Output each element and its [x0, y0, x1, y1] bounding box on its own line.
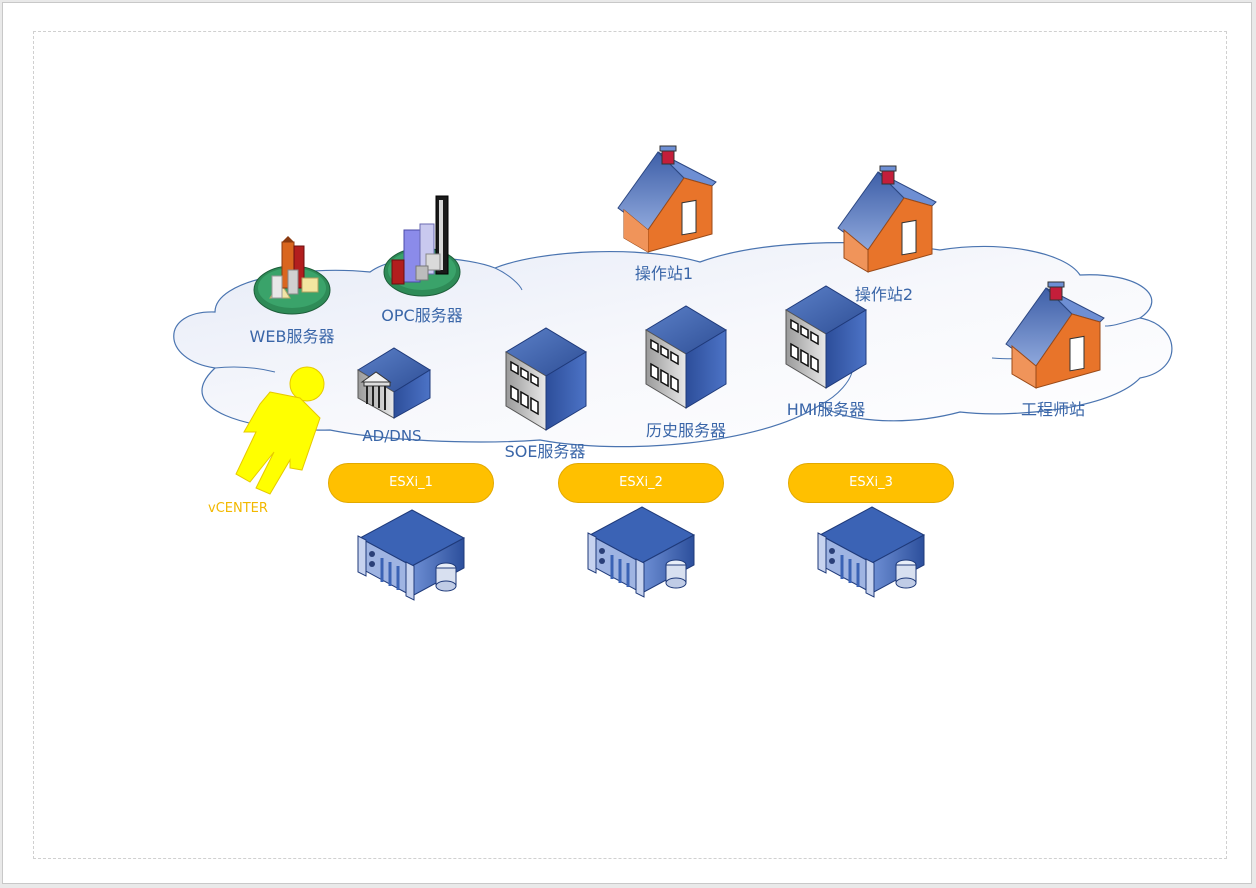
- web-server-label: WEB服务器: [249, 327, 335, 346]
- soe-server-label: SOE服务器: [504, 442, 586, 461]
- esxi-2-host-bar: ESXi_2: [558, 463, 724, 503]
- opc-server-icon: [383, 195, 461, 297]
- operator-station-1-label: 操作站1: [634, 264, 694, 283]
- web-server-icon: [253, 236, 331, 315]
- engineer-station-icon: [1005, 281, 1105, 389]
- hmi-server-label: HMI服务器: [786, 400, 866, 419]
- esxi-3-host-bar: ESXi_3: [788, 463, 954, 503]
- esxi-2-server-icon: [587, 506, 696, 598]
- soe-server-icon: [505, 327, 587, 431]
- esxi-1-host-bar: ESXi_1: [328, 463, 494, 503]
- engineer-station-label: 工程师站: [1020, 400, 1086, 419]
- history-server-icon: [645, 305, 727, 409]
- operator-station-2-icon: [837, 165, 937, 273]
- ad-dns-label: AD/DNS: [362, 427, 422, 445]
- page-margin-guide: [33, 31, 1227, 859]
- hmi-server-icon: [785, 285, 867, 389]
- operator-station-2-label: 操作站2: [854, 285, 914, 304]
- opc-server-label: OPC服务器: [381, 306, 463, 325]
- history-server-label: 历史服务器: [645, 421, 727, 440]
- ad-dns-icon: [357, 347, 431, 419]
- vcenter-label: vCENTER: [208, 501, 268, 516]
- esxi-1-server-icon: [357, 509, 466, 601]
- operator-station-1-icon: [617, 145, 717, 253]
- esxi-3-server-icon: [817, 506, 926, 598]
- vcenter-person-icon: [235, 366, 325, 495]
